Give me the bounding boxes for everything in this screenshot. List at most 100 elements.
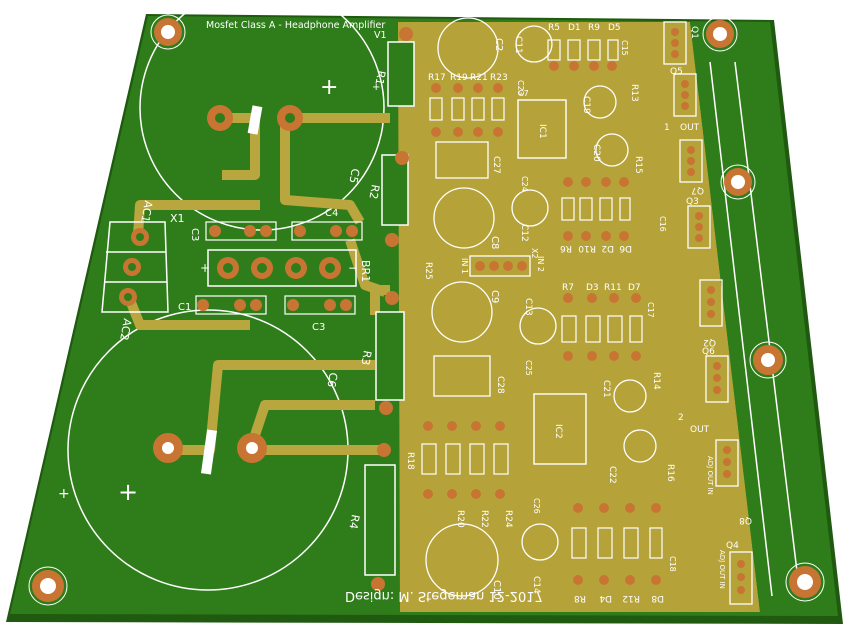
label-r19: R19 [450,73,468,83]
power-rails [709,61,801,597]
cap-labels: C2 C8 C9 C10 C11 C12 C13 C14 C19 C20 C21… [489,36,617,600]
label-r5: R5 [548,23,560,33]
ic1 [517,99,567,159]
label-c19: C19 [581,96,591,114]
board-version: V1 [374,30,387,41]
label-r12: R12 [622,593,640,603]
label-r7: R7 [562,283,574,293]
label-c25: C25 [524,360,533,376]
label-d8: D8 [651,593,664,603]
label-in1: IN 1 [460,258,469,274]
bridge-rectifier-br1: BR1 + − [200,249,372,287]
label-pins-q4: ADJ OUT IN [718,550,726,589]
label-num-1: 1 [664,123,670,133]
label-c11: C11 [513,36,523,54]
label-c13: C13 [523,298,533,316]
label-q7: Q7 [691,185,704,195]
label-q1: Q1 [689,26,699,39]
label-r6: R6 [560,243,572,253]
label-x1: X1 [170,212,185,225]
label-q6: Q6 [702,347,715,357]
label-num-2: 2 [678,413,684,423]
design-credit: Design: M. Stegeman 12-2017 [345,588,543,603]
svg-text:+: + [58,486,70,502]
electrolytic-caps [425,17,657,597]
svg-text:+: + [320,75,338,100]
label-r2: R2 [367,183,382,200]
label-d3: D3 [586,283,599,293]
label-ic2: IC2 [553,424,563,439]
label-c15: C15 [620,40,629,56]
label-c26: C26 [532,498,541,514]
label-r23: R23 [490,73,508,83]
terminal-x1: AC1 X1 AC2 [101,199,185,341]
label-c20: C20 [591,144,601,162]
label-q4: Q4 [726,541,739,551]
label-c2: C2 [493,38,504,51]
label-d5: D5 [608,23,621,33]
label-c5: C5 [346,167,361,184]
label-q3: Q3 [686,197,699,207]
pcb-board [6,14,843,624]
label-d1: D1 [568,23,581,33]
label-ac1: AC1 [138,199,155,223]
label-c2-rail: C3 [312,322,325,333]
label-r22: R22 [479,510,489,528]
label-r25: R25 [423,262,433,280]
label-br1: BR1 [359,260,372,282]
label-r21: R21 [470,73,488,83]
mount-hole-br [785,562,825,602]
label-c27: C27 [491,156,501,174]
mount-hole-tr [702,16,738,52]
label-ic1: IC1 [537,124,547,139]
mount-hole-r2 [749,341,787,379]
label-c16: C16 [658,216,667,232]
label-c7: C7 [518,89,529,98]
label-out-1: OUT [680,123,700,133]
mount-hole-r1 [720,164,756,200]
mount-hole-tl [150,14,186,50]
svg-text:+: + [118,478,138,506]
label-c8: C8 [489,236,500,249]
label-c6: C6 [324,371,339,388]
label-c23: C23 [516,80,525,96]
ic2 [533,393,587,465]
label-r18: R18 [405,452,415,470]
label-x2: X2 [530,248,539,259]
ground-plane-edge [690,22,772,612]
label-c21: C21 [601,380,611,398]
label-r9: R9 [588,23,600,33]
label-r15: R15 [633,156,643,174]
board-title: Mosfet Class A - Headphone Amplifier [206,20,385,31]
transistor-labels: Q1 Q5 Q7 Q3 Q2 Q6 Q8 Q4 OUT OUT 1 2 ADJ … [664,26,752,589]
capacitor-c3-c4-small: C3 C4 C1 C3 [178,208,363,333]
label-d6: D6 [619,243,632,253]
label-c12: C12 [519,224,529,242]
label-q5: Q5 [670,67,683,77]
c5-pads: C5 [207,105,362,184]
pad-dots [423,61,661,585]
svg-text:+: + [200,261,210,275]
label-d7: D7 [628,283,641,293]
mount-hole-bl [28,566,68,606]
label-pins-q1: ADJ OUT IN [706,456,714,495]
label-c1: C1 [178,302,191,313]
label-c3: C3 [189,228,200,241]
svg-text:−: − [348,261,358,275]
resistor-rows [421,39,663,559]
label-r14: R14 [651,372,661,390]
label-r17: R17 [428,73,446,83]
silkscreen-text: Mosfet Class A - Headphone Amplifier V1 … [206,20,543,603]
label-out-2: OUT [690,425,710,435]
label-c14: C14 [531,576,541,594]
label-c17: C17 [646,302,655,318]
label-ac2: AC2 [117,317,134,341]
label-r24: R24 [503,510,513,528]
mounting-holes [28,14,825,606]
film-cap-boxes [433,141,491,397]
input-header-x2: IN 1 IN 2 X2 [460,248,545,277]
label-r20: R20 [455,510,465,528]
label-c4: C4 [325,208,338,219]
label-c18: C18 [668,556,677,572]
